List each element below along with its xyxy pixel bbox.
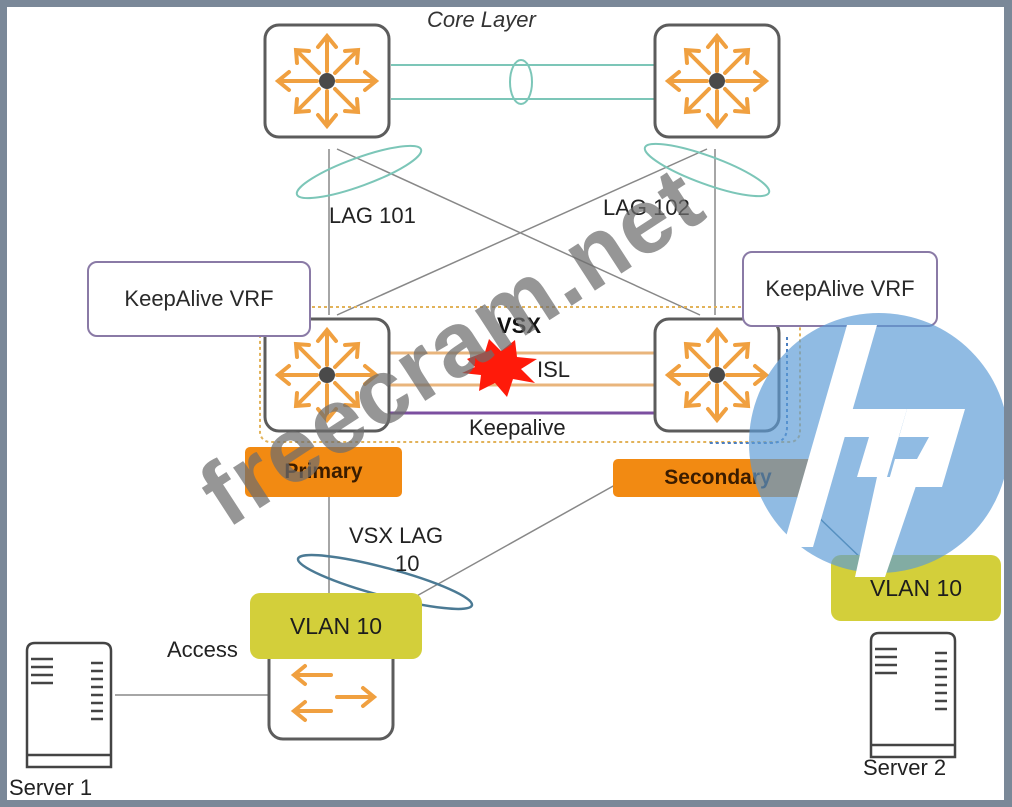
keepalive-vrf-right: KeepAlive VRF [742,251,938,327]
keepalive-label: Keepalive [469,415,566,440]
keepalive-vrf-left: KeepAlive VRF [87,261,311,337]
hp-logo-icon [749,313,1004,577]
vlan-badge-left: VLAN 10 [250,593,422,659]
network-diagram: Core Layer LAG 101 LAG 102 KeepAlive VRF… [7,7,1004,800]
vsx-label: VSX [497,313,542,338]
primary-badge: Primary [245,447,402,497]
server-2-label: Server 2 [863,755,947,780]
access-label: Access [167,637,238,662]
isl-failure-icon [462,339,537,397]
lag-101-ring [295,144,423,200]
lag-102-label: LAG 102 [603,195,690,220]
vsx-lag-number: 10 [395,551,420,576]
vsx-boundary [259,306,801,443]
core-layer-title: Core Layer [427,7,536,32]
lag-101-label: LAG 101 [329,203,416,228]
lag-102-ring [643,142,771,198]
link-core-left-secondary [336,148,701,316]
isl-label: ISL [537,357,571,382]
core-lag-ring [509,59,533,105]
server-1-label: Server 1 [9,775,93,800]
link-core-right-primary [336,148,708,316]
vsx-lag-label: VSX LAG [349,523,444,548]
link-secondary-access [396,484,616,608]
